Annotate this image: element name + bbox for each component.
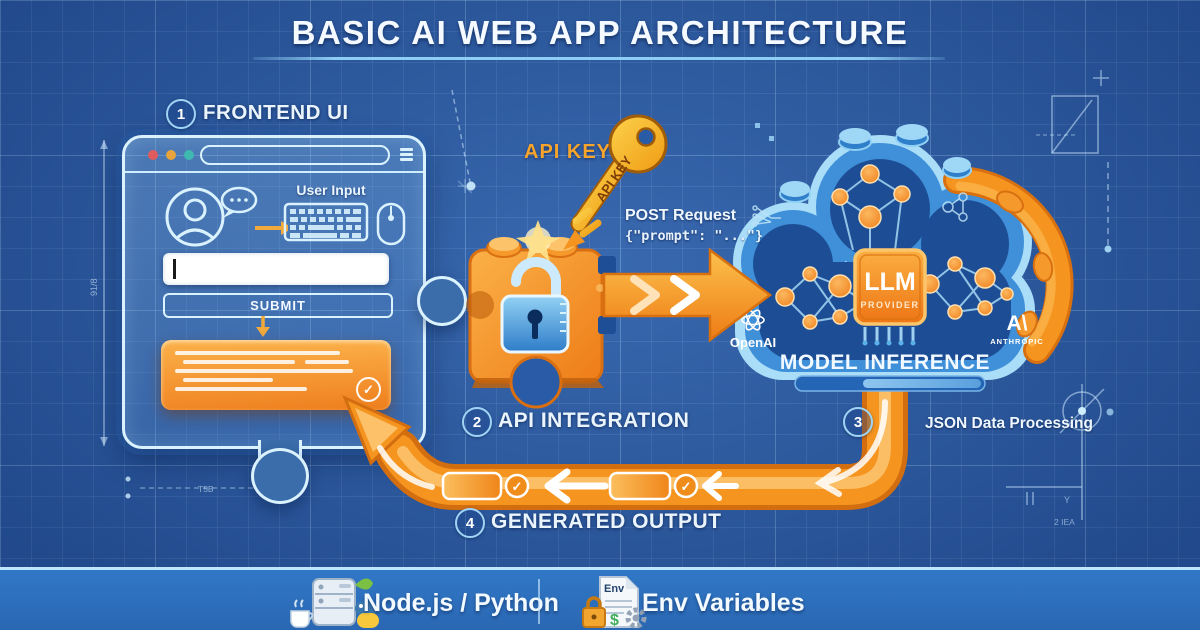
neural-network-top [839, 173, 903, 251]
speech-bubble-icon [220, 186, 258, 218]
coffee-cup-icon [290, 599, 314, 628]
leaf-icon [355, 578, 373, 590]
post-request-label: POST Request {"prompt": "..."} [625, 207, 764, 244]
llm-cloud: LLM PROVIDER OpenAI A\ ANTHROPIC MODEL I… [730, 124, 1074, 392]
env-file-icon: Env $ [582, 576, 647, 629]
address-bar[interactable] [200, 145, 390, 165]
t5b-annotation: T5B [198, 484, 214, 494]
model-inference-label: MODEL INFERENCE [780, 351, 990, 374]
svg-text:Env: Env [604, 583, 625, 595]
svg-text:PROVIDER: PROVIDER [860, 300, 919, 310]
api-key-icon: API KEY [563, 114, 668, 250]
molecule-glyph-icon [942, 192, 968, 222]
footer-divider [538, 579, 540, 624]
burst-icon [516, 220, 560, 262]
python-icon [355, 601, 379, 628]
lock-icon [500, 257, 570, 354]
llm-chip: LLM PROVIDER [853, 248, 927, 346]
iea-annotation: 2 IEA [1054, 517, 1075, 527]
text-input[interactable] [163, 253, 389, 285]
browser-right-knob [417, 276, 467, 326]
server-icon [312, 578, 356, 626]
browser-bottom-knob [251, 448, 309, 504]
runtime-label: Node.js / Python [363, 589, 559, 617]
pipe-check-icon: ✓ ✓ [504, 473, 699, 499]
request-arrow [598, 247, 773, 343]
env-label: Env Variables [642, 589, 805, 617]
traffic-light-green [184, 150, 194, 160]
step1-number: 1 [166, 99, 196, 129]
browser-topbar [125, 138, 423, 173]
text-cursor [173, 259, 176, 279]
openai-label: OpenAI [730, 335, 776, 350]
api-key-label: API KEY [524, 141, 612, 163]
traffic-light-yellow [166, 150, 176, 160]
down-arrow-icon [256, 316, 270, 337]
cloud-orange-studs [996, 190, 1054, 338]
step3-number: 3 [843, 407, 873, 437]
lock-small-icon [582, 596, 606, 628]
user-input-label: User Input [296, 182, 366, 198]
step3-label: JSON Data Processing [925, 415, 1093, 432]
y-annotation: Y [1064, 495, 1070, 505]
output-check-icon: ✓ [356, 377, 381, 402]
dim-annotation: 91/8 [89, 278, 99, 296]
neural-network-left [784, 273, 866, 323]
anthropic-logo-icon: A\ [1007, 312, 1028, 335]
keyboard-icon [283, 202, 369, 242]
cloud-blue-studs [779, 124, 972, 203]
dollar-icon: $ [610, 612, 619, 629]
footer-bar: Node.js / Python Env $ Env Variables [0, 567, 1200, 630]
output-box: ✓ [161, 340, 391, 410]
gear-icon [625, 607, 647, 629]
pipe-left-arrow-icon [544, 468, 739, 504]
circuit-glyph-icon [752, 205, 781, 227]
step2-number: 2 [462, 407, 492, 437]
svg-text:✓: ✓ [681, 479, 692, 494]
traffic-light-red [148, 150, 158, 160]
anthropic-label: ANTHROPIC [990, 337, 1044, 346]
browser-window: User Input SUBMIT [122, 135, 426, 449]
keyboard-mouse-icons [283, 202, 406, 246]
svg-text:✓: ✓ [512, 479, 523, 494]
step4-label: GENERATED OUTPUT [491, 510, 722, 533]
svg-text:LLM: LLM [864, 268, 915, 296]
page-title: BASIC AI WEB APP ARCHITECTURE [291, 14, 909, 51]
pipe-chip [441, 471, 672, 501]
step4-number: 4 [455, 508, 485, 538]
neural-network-right [929, 263, 1008, 313]
step1-label: FRONTEND UI [203, 101, 349, 124]
submit-button[interactable]: SUBMIT [163, 293, 393, 318]
menu-icon[interactable] [400, 148, 413, 163]
title-underline [253, 57, 945, 60]
step2-label: API INTEGRATION [498, 409, 690, 432]
mouse-icon [376, 202, 406, 246]
runtime-stack-icon [290, 578, 379, 628]
